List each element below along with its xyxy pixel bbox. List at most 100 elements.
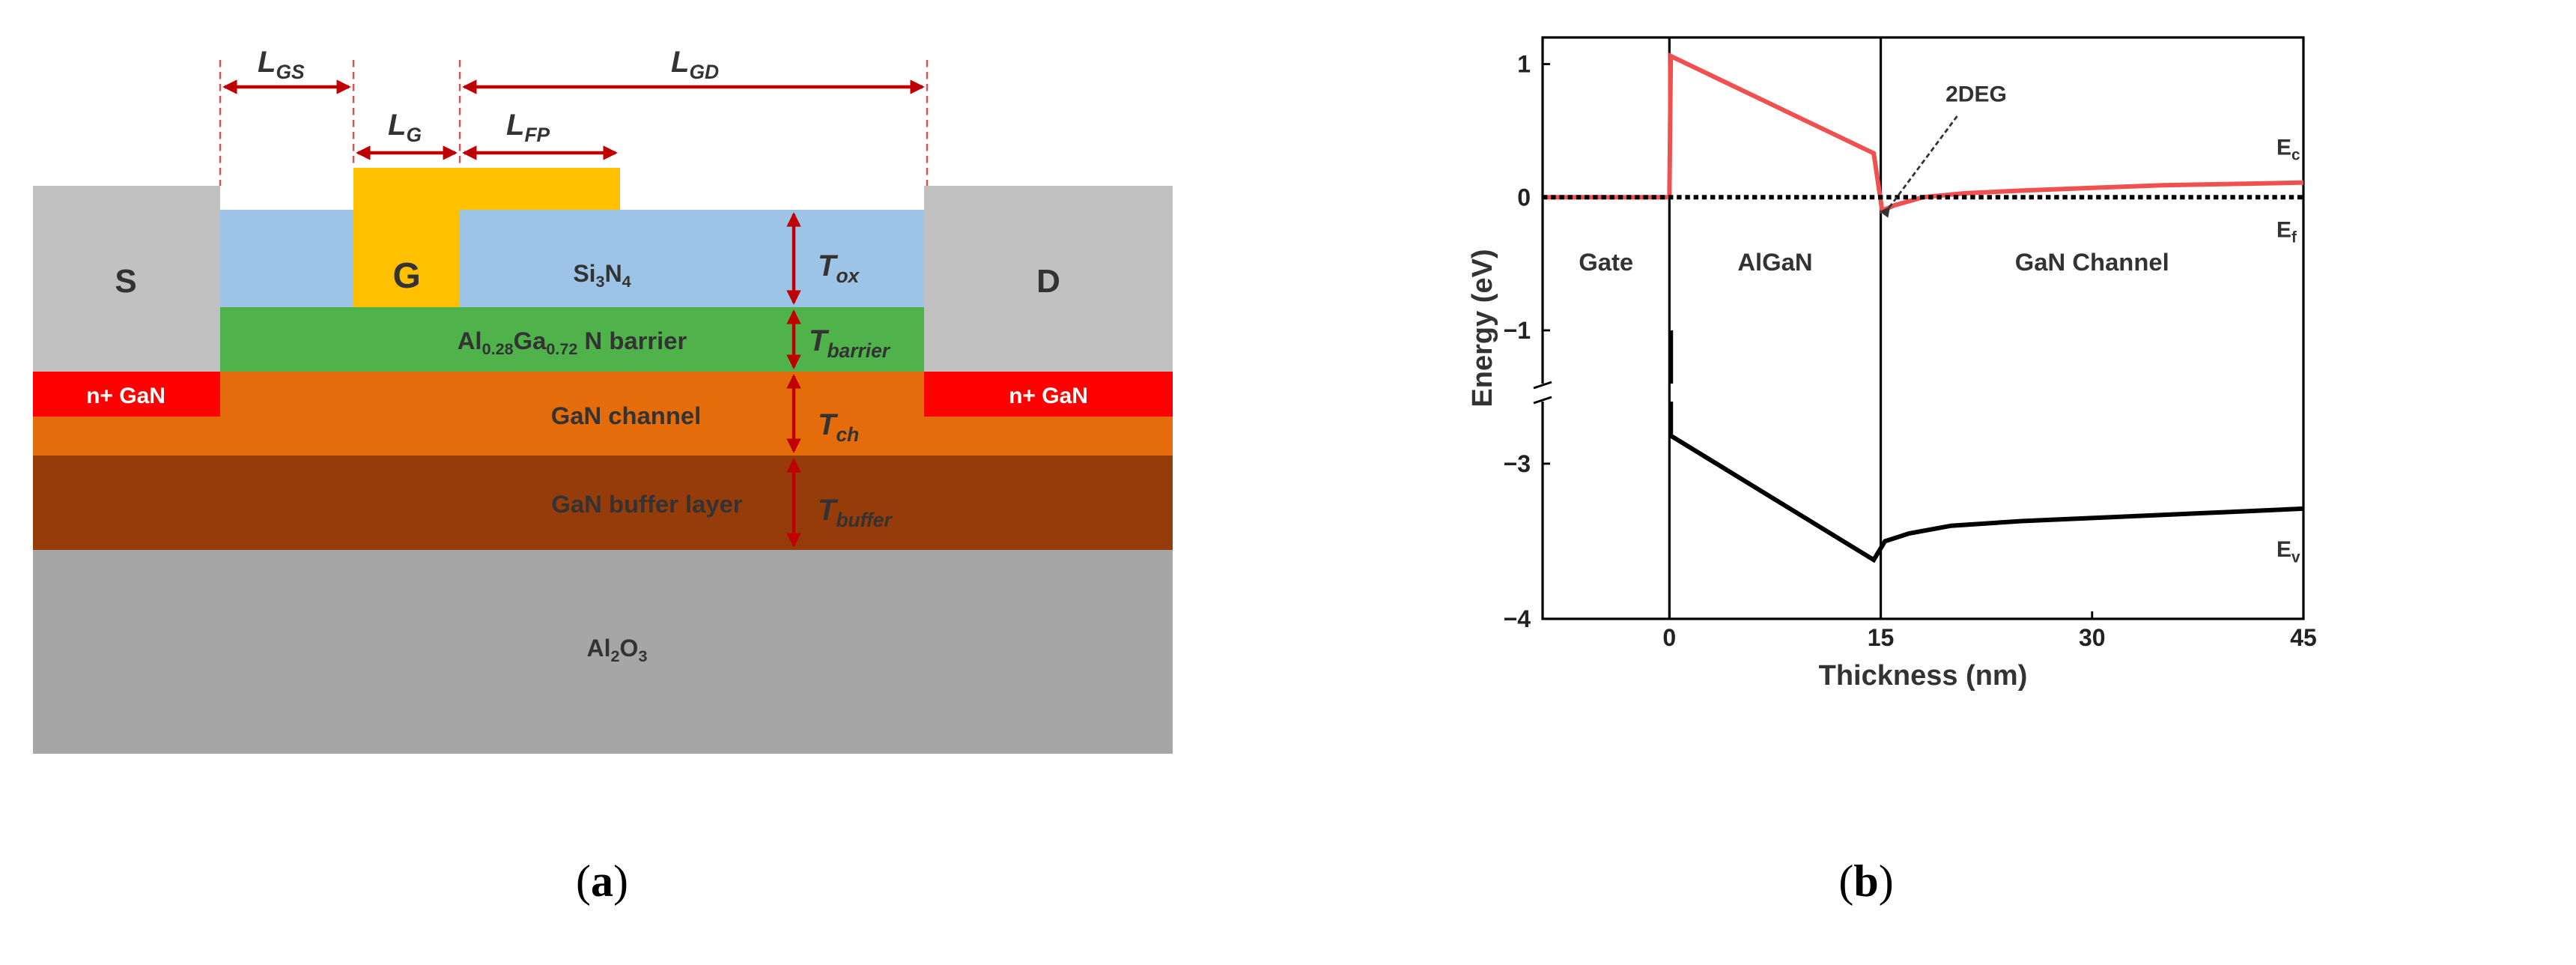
substrate-part-2: 2 — [611, 647, 620, 665]
annotation-2deg: 2DEG — [1945, 82, 2007, 106]
plot-frame — [1541, 36, 2305, 620]
drain-label: D — [1036, 263, 1060, 300]
tbarrier-main: T — [809, 324, 830, 357]
tbuffer-sub: buffer — [836, 509, 893, 531]
buffer-label: GaN buffer layer — [551, 490, 742, 518]
barrier-part-ga: Ga — [514, 327, 547, 354]
annotation-2deg-arrow — [1880, 114, 1960, 218]
y-tick-label-2: −1 — [1504, 317, 1531, 344]
barrier-label: Al0.28Ga0.72 N barrier — [458, 327, 687, 358]
series-line-ev — [1669, 434, 2304, 563]
caption-b-open: ( — [1838, 856, 1853, 906]
n-plus-gan-right — [924, 372, 1173, 417]
tbarrier-label: Tbarrier — [809, 324, 891, 362]
caption-a-letter: a — [591, 856, 613, 906]
n-plus-right-label: n+ GaN — [1009, 384, 1088, 408]
tbarrier-sub: barrier — [827, 339, 890, 362]
series-label-ev: Ev — [2276, 537, 2300, 566]
x-tick-label-1: 15 — [1868, 624, 1895, 651]
source-label: S — [115, 263, 136, 300]
field-plate — [460, 168, 620, 210]
x-tick-label-0: 0 — [1662, 624, 1676, 651]
series-label-main-1: E — [2276, 218, 2291, 243]
lfp-label: LFP — [506, 109, 550, 146]
si3n4-part-4: 4 — [622, 272, 631, 291]
si3n4-part-n: N — [605, 260, 622, 287]
gan-buffer-layer — [33, 456, 1173, 550]
substrate-label: Al2O3 — [587, 635, 648, 665]
y-tick-label-1: 0 — [1517, 184, 1531, 211]
lgd-label: LGD — [671, 46, 719, 83]
tch-label: Tch — [818, 408, 859, 446]
al2o3-substrate — [33, 550, 1173, 754]
lgs-sub: GS — [276, 61, 305, 83]
barrier-part-rest — [577, 327, 584, 354]
series-label-ec: Ec — [2276, 135, 2300, 163]
region-label-2: GaN Channel — [2015, 248, 2169, 276]
lfp-sub: FP — [524, 124, 550, 146]
y-tick-label-3: −3 — [1504, 450, 1531, 477]
drain-contact — [924, 186, 1173, 372]
caption-b-close: ) — [1879, 856, 1894, 906]
tox-sub: ox — [836, 264, 860, 287]
tbuffer-label: Tbuffer — [818, 494, 893, 531]
barrier-part-al: Al — [458, 327, 482, 354]
y-axis-break-mark-top — [1533, 381, 1552, 390]
tox-label: Tox — [818, 249, 860, 287]
x-tick-label-2: 30 — [2079, 624, 2106, 651]
y-tick-label-4: −4 — [1504, 605, 1531, 632]
tch-main: T — [818, 408, 839, 441]
panel-a: S D G Si3N4 Al0.28Ga0.72 N barrier n+ Ga… — [33, 46, 1173, 906]
series-line-ec — [1543, 52, 2304, 214]
region-label-1: AlGaN — [1737, 248, 1812, 276]
y-tick-label-0: 1 — [1517, 51, 1531, 78]
series-label-main-2: E — [2276, 537, 2291, 562]
tox-main: T — [818, 249, 839, 282]
y-axis-title: Energy (eV) — [1467, 249, 1498, 407]
horizontal-dimension-arrows — [222, 79, 925, 160]
n-plus-left-label: n+ GaN — [86, 384, 165, 408]
caption-b-letter: b — [1853, 856, 1878, 906]
si3n4-part-3: 3 — [596, 272, 605, 291]
si3n4-part-si: Si — [573, 260, 595, 287]
series-label-ef: Ef — [2276, 218, 2297, 246]
barrier-part-x: 0.28 — [482, 339, 514, 358]
lfp-main: L — [506, 109, 524, 142]
lg-label: LG — [388, 109, 422, 146]
caption-a-close: ) — [613, 856, 628, 906]
n-plus-gan-left — [33, 372, 220, 417]
tbuffer-main: T — [818, 494, 839, 527]
gate-electrode — [353, 168, 460, 307]
lg-main: L — [388, 109, 406, 142]
barrier-part-y: 0.72 — [546, 339, 577, 358]
substrate-part-3: 3 — [638, 647, 647, 665]
channel-label: GaN channel — [551, 402, 701, 429]
series-label-sub-2: v — [2291, 548, 2300, 566]
lgd-main: L — [671, 46, 689, 79]
caption-a-open: ( — [576, 856, 591, 906]
series-label-sub-1: f — [2291, 229, 2297, 246]
lgs-main: L — [258, 46, 276, 79]
dimension-guides — [219, 60, 929, 186]
lgd-sub: GD — [689, 61, 719, 83]
x-tick-label-3: 45 — [2290, 624, 2317, 651]
x-axis-title: Thickness (nm) — [1819, 660, 2028, 692]
substrate-part-o: O — [620, 635, 639, 662]
lgs-label: LGS — [258, 46, 305, 83]
barrier-part-tail: N barrier — [585, 327, 687, 354]
caption-b: (b) — [1838, 856, 1893, 906]
si3n4-label: Si3N4 — [573, 260, 631, 291]
substrate-part-al: Al — [587, 635, 611, 662]
tch-sub: ch — [836, 423, 859, 446]
caption-a: (a) — [576, 856, 628, 906]
y-axis-break-mark-bottom — [1533, 396, 1552, 405]
region-label-0: Gate — [1579, 248, 1633, 276]
lg-sub: G — [406, 124, 422, 146]
algan-barrier-layer — [220, 307, 924, 372]
gate-label: G — [393, 256, 421, 296]
series-label-main-0: E — [2276, 135, 2291, 160]
series-label-sub-0: c — [2291, 147, 2300, 164]
